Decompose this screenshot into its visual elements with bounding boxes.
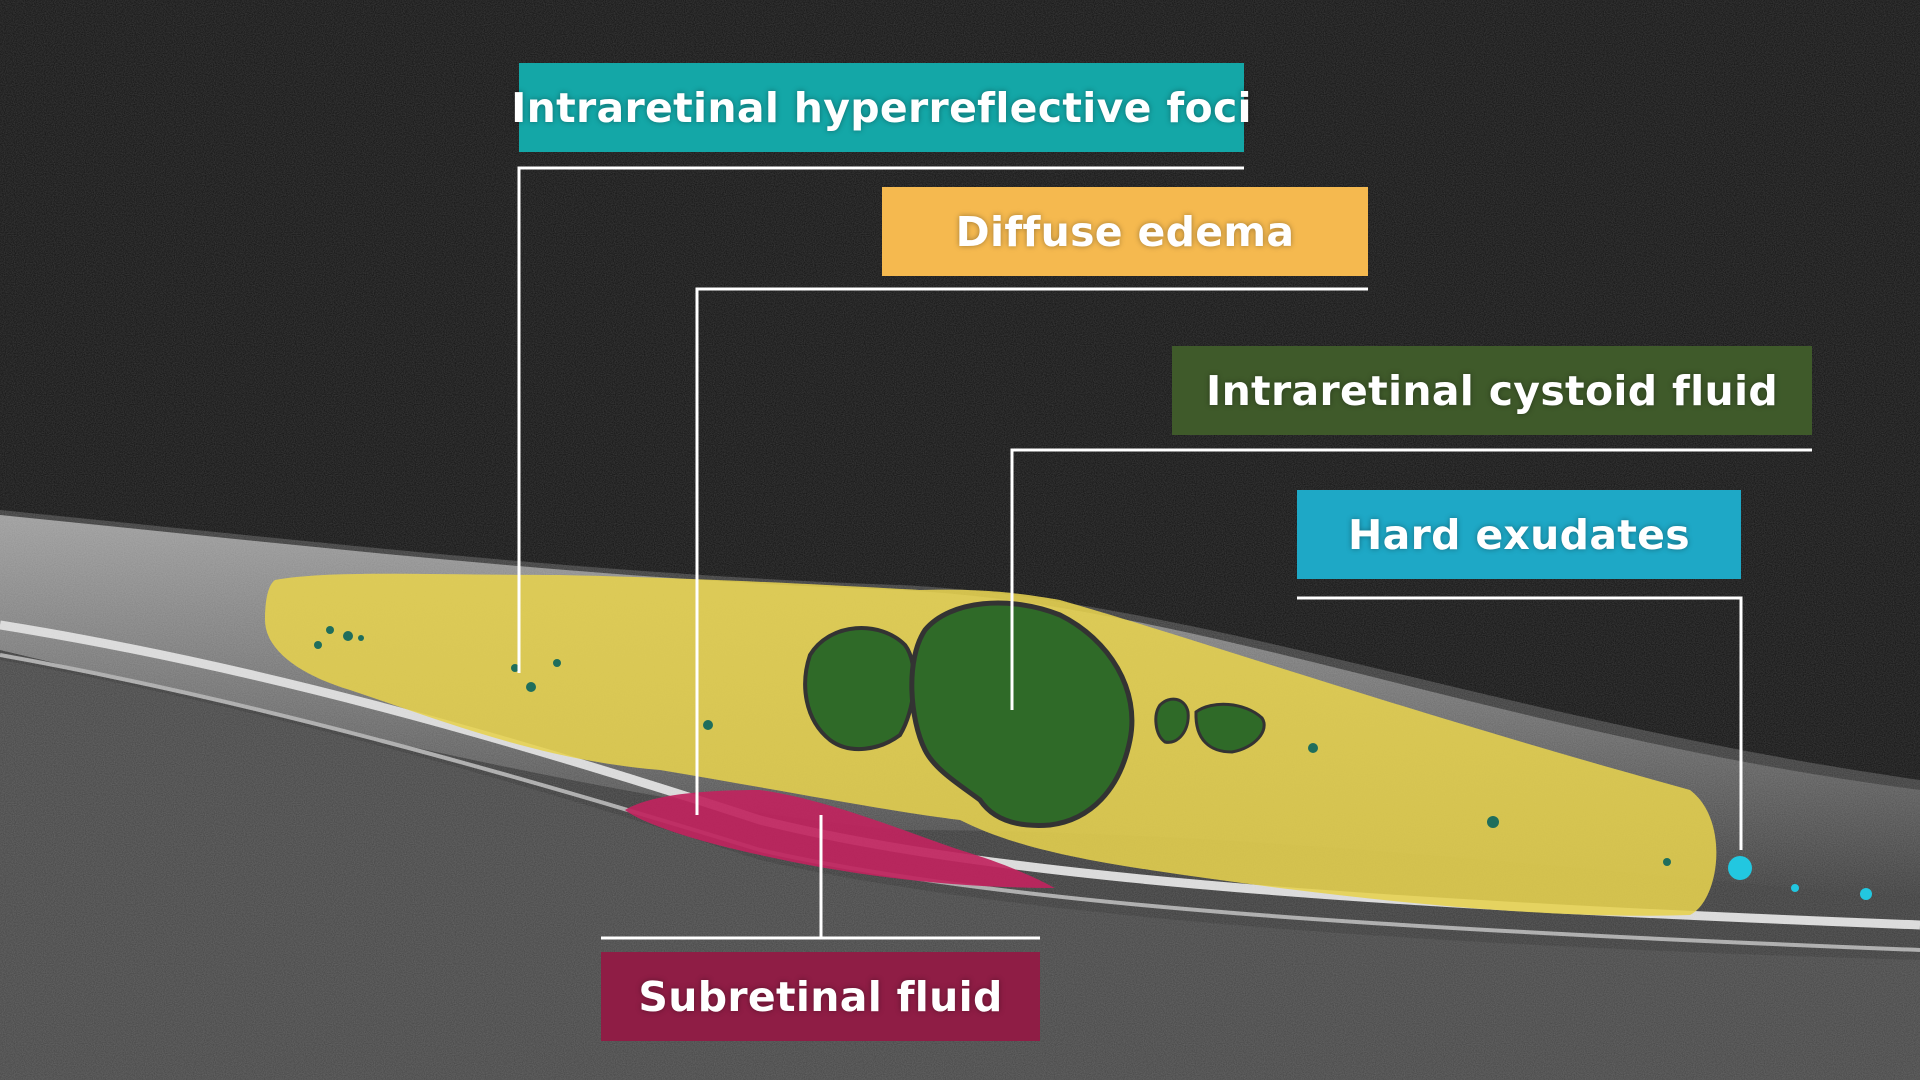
label-hard-exudates: Hard exudates	[1297, 490, 1741, 579]
label-subretinal-fluid: Subretinal fluid	[601, 952, 1040, 1041]
cystoid-fluid-tiny-a	[1154, 697, 1190, 744]
leader-lines	[517, 166, 1812, 940]
leader-foci	[517, 166, 1244, 673]
cystoid-fluid-tiny-b	[1194, 702, 1266, 754]
label-intraretinal-hyperreflective-foci: Intraretinal hyperreflective foci	[511, 63, 1252, 152]
cystoid-fluid-large	[909, 600, 1135, 828]
label-intraretinal-cystoid-fluid: Intraretinal cystoid fluid	[1172, 346, 1812, 435]
leader-exudates	[1297, 596, 1743, 850]
label-diffuse-edema: Diffuse edema	[882, 187, 1368, 276]
hard-exudates	[1728, 856, 1872, 900]
cystoid-fluid-small	[803, 626, 917, 752]
hyperreflective-foci	[314, 626, 1671, 866]
leader-cystoid	[1010, 448, 1812, 710]
subretinal-fluid-region	[625, 790, 1055, 888]
leader-edema	[695, 287, 1368, 815]
